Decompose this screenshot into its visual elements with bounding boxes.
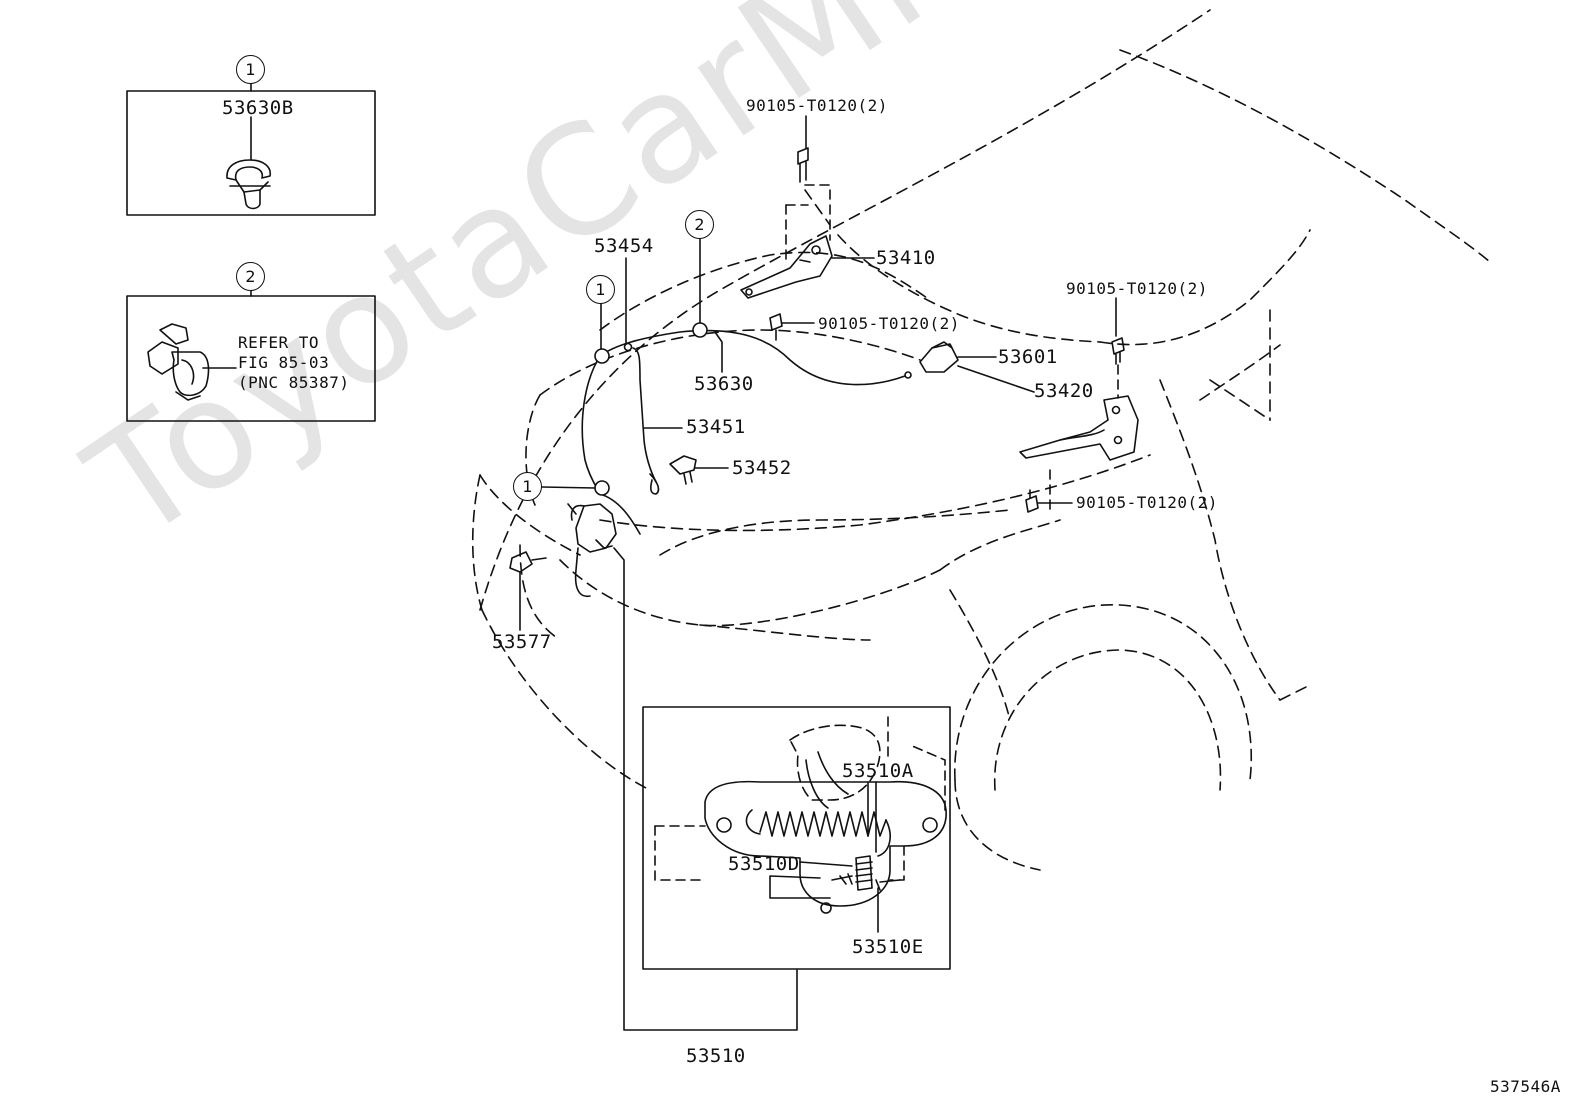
detail-hidden-lines: [654, 716, 946, 881]
part-label-53577: 53577: [492, 631, 552, 653]
hood-lock-assembly: [567, 503, 617, 598]
bolt-icon-top: [797, 147, 809, 183]
leader-53420: [957, 365, 1035, 393]
part-label-53510e: 53510E: [852, 936, 924, 958]
hood-stay-end: [649, 473, 660, 495]
inset-2-reference-note: REFER TO FIG 85-03 (PNC 85387): [238, 333, 350, 392]
hood-stay-grommet-53454: [623, 342, 633, 352]
marker-1b: 1: [513, 472, 542, 501]
cable-clip-dot-2: [692, 322, 708, 338]
leader-53510: [613, 547, 798, 1031]
inset-marker-1: 1: [236, 55, 265, 84]
spring-53510d: [745, 809, 891, 857]
hood-release-cable-lower: [581, 355, 641, 535]
part-label-53452: 53452: [732, 457, 792, 479]
bolt-icon-mid: [769, 313, 783, 341]
inset-marker-2: 2: [236, 262, 265, 291]
stay-holder-53452: [669, 455, 697, 485]
leader-marker-1b: [541, 486, 596, 489]
part-label-53454: 53454: [594, 235, 654, 257]
hood-release-cable: [599, 329, 906, 386]
figure-code: 537546A: [1490, 1077, 1561, 1096]
part-label-53510a: 53510A: [842, 760, 914, 782]
hinge-left-mount-dashes: [785, 184, 831, 261]
part-label-bolt-right-top: 90105-T0120(2): [1066, 279, 1208, 298]
part-label-53451: 53451: [686, 416, 746, 438]
part-label-53510: 53510: [686, 1045, 746, 1067]
bolt-icon-right-bottom: [1025, 489, 1039, 513]
clip-53630b-icon: [226, 159, 272, 210]
part-label-53510d: 53510D: [728, 853, 800, 875]
hood-lock-latch: [789, 724, 881, 809]
bolt-icon-right-top: [1111, 337, 1125, 365]
spring-53510e: [831, 855, 901, 891]
part-label-bolt-mid: 90105-T0120(2): [818, 314, 960, 333]
hood-lock-plate: [704, 780, 947, 914]
marker-2: 2: [685, 210, 714, 239]
hood-stay-holder-icon: [147, 323, 210, 401]
part-label-bolt-top: 90105-T0120(2): [746, 96, 888, 115]
clip-53577-icon: [509, 551, 547, 573]
hood-hinge-right: [1019, 395, 1139, 461]
cable-clip-dot-1a: [594, 348, 610, 364]
release-lever-53601: [919, 341, 959, 373]
part-label-bolt-right-bottom: 90105-T0120(2): [1076, 493, 1218, 512]
part-label-53420: 53420: [1034, 380, 1094, 402]
vehicle-body-outline: [471, 9, 1491, 871]
cable-clip-dot-1b: [594, 480, 610, 496]
part-label-53601: 53601: [998, 346, 1058, 368]
cable-end: [904, 371, 912, 379]
leader-53510d: [799, 861, 853, 867]
marker-1a: 1: [586, 275, 615, 304]
hood-hinge-left: [740, 235, 833, 299]
inset-1-part-label: 53630B: [222, 97, 294, 119]
detail-box-53510: [642, 706, 951, 970]
leader-53510d-2: [769, 875, 831, 899]
part-label-53630: 53630: [694, 373, 754, 395]
leader-53630: [714, 331, 723, 373]
part-label-53410: 53410: [876, 247, 936, 269]
hood-stay-rod: [632, 347, 657, 483]
